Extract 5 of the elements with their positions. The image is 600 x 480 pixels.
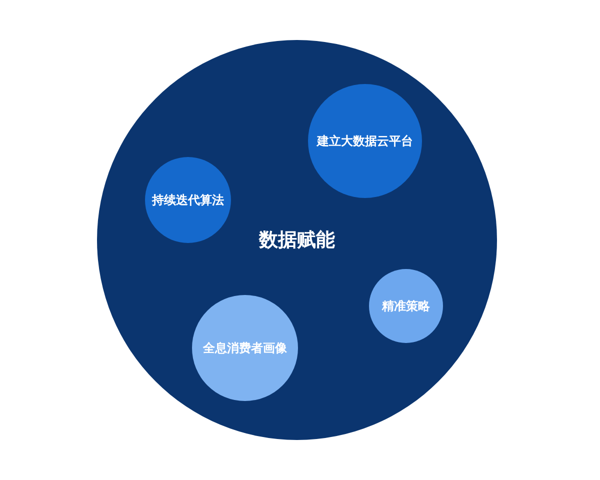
bubble: 精准策略: [369, 269, 443, 343]
center-label: 数据赋能: [259, 228, 335, 253]
bubble: 建立大数据云平台: [308, 84, 422, 198]
bubble: 全息消费者画像: [192, 295, 298, 401]
bubble: 持续迭代算法: [145, 157, 231, 243]
